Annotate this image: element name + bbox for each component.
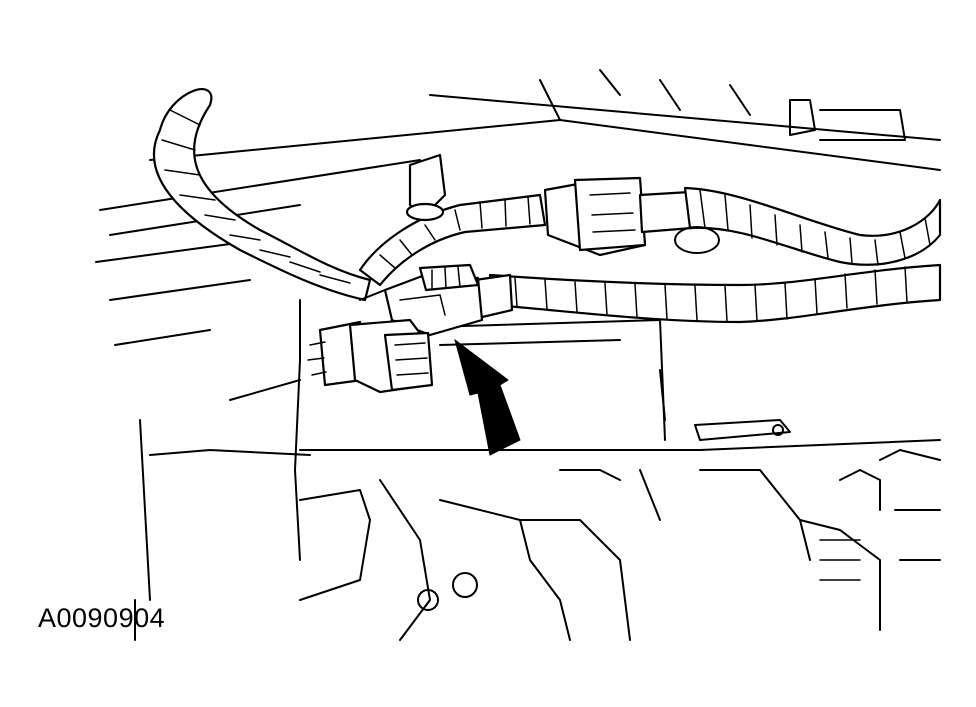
body-panel-lines: [95, 69, 941, 641]
lower-connector: [307, 289, 434, 394]
bracket-tab: [694, 419, 791, 441]
wiring-harness-upper: [358, 153, 547, 287]
upper-connector: [543, 176, 694, 257]
wiring-harness-left: [152, 88, 372, 302]
engine-components: [299, 99, 941, 641]
wiring-harness-middle: [473, 263, 942, 324]
figure-id-label: A0090904: [38, 603, 166, 633]
wiring-harness-right: [674, 186, 942, 266]
arrow-pointer: [454, 338, 521, 456]
